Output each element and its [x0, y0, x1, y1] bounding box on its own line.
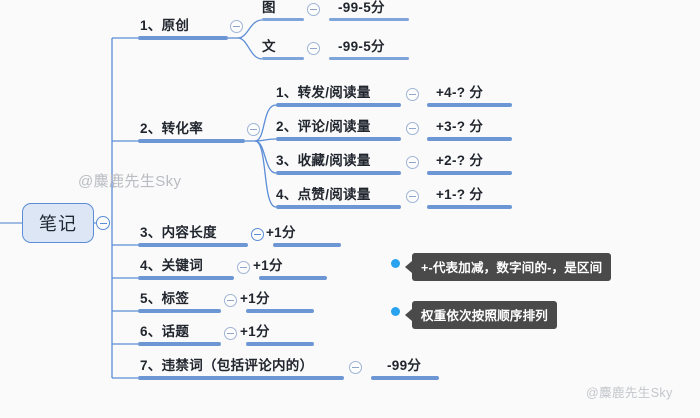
topic-row-yuanchuang[interactable]: 1、原创 [140, 10, 250, 40]
topic-label: 6、话题 [140, 324, 190, 339]
collapse-toggle-icon-zhuanhualv[interactable] [247, 123, 260, 136]
collapse-toggle-icon-pinglun[interactable] [406, 122, 419, 135]
collapse-toggle-icon-zhuanfa[interactable] [406, 88, 419, 101]
topic-value: +2-? 分 [436, 153, 484, 168]
topic-value: +1分 [240, 291, 270, 306]
topic-underline-bar [138, 276, 234, 280]
topic-label: 2、评论/阅读量 [276, 119, 371, 134]
topic-value: +3-? 分 [436, 119, 484, 134]
collapse-toggle-icon-tu[interactable] [307, 3, 320, 16]
topic-row-biaoqian[interactable]: 5、标签 +1分 [140, 283, 270, 313]
collapse-toggle-icon-biaoqian[interactable] [224, 294, 237, 307]
topic-underline-bar [276, 171, 401, 175]
watermark-bottom-right: @麋鹿先生Sky [586, 386, 673, 400]
topic-row-pinglun[interactable]: 2、评论/阅读量 +3-? 分 [276, 111, 483, 141]
topic-underline-bar [276, 137, 401, 141]
topic-value-bar [427, 103, 512, 107]
callout-dot-2 [391, 307, 400, 316]
topic-row-guanjianci[interactable]: 4、关键词 +1分 [140, 250, 282, 280]
topic-label: 1、原创 [140, 18, 190, 33]
topic-value: -99-5分 [338, 0, 385, 15]
topic-underline-bar [138, 139, 245, 143]
topic-value-bar [246, 309, 314, 313]
topic-value: +4-? 分 [436, 85, 484, 100]
topic-row-wen[interactable]: 文 -99-5分 [262, 31, 385, 61]
collapse-toggle-icon-huati[interactable] [224, 327, 237, 340]
topic-value: +1分 [266, 225, 296, 240]
topic-label: 2、转化率 [140, 121, 204, 136]
topic-row-zhuanfa[interactable]: 1、转发/阅读量 +4-? 分 [276, 77, 483, 107]
topic-value-bar [329, 57, 409, 60]
collapse-toggle-icon-yuanchuang[interactable] [230, 20, 243, 33]
topic-label: 文 [262, 39, 276, 54]
topic-label: 7、违禁词（包括评论内的） [140, 358, 314, 373]
callout-dot-1 [391, 259, 400, 268]
topic-underline-bar [138, 36, 228, 40]
topic-label: 3、收藏/阅读量 [276, 153, 371, 168]
topic-label: 4、关键词 [140, 258, 204, 273]
collapse-toggle-icon-weijinci[interactable] [349, 361, 362, 374]
topic-value: +1分 [240, 324, 270, 339]
collapse-toggle-icon-shoucang[interactable] [406, 156, 419, 169]
topic-row-neirongchangdu[interactable]: 3、内容长度 +1分 [140, 217, 295, 247]
collapse-toggle-icon-wen[interactable] [307, 42, 320, 55]
topic-value: +1分 [253, 258, 283, 273]
collapse-toggle-icon-dianzan[interactable] [406, 190, 419, 203]
topic-label: 图 [262, 0, 276, 15]
topic-underline-bar [138, 243, 248, 247]
root-node[interactable]: 笔记 [22, 203, 94, 243]
topic-row-dianzan[interactable]: 4、点赞/阅读量 +1-? 分 [276, 179, 483, 209]
topic-value: -99-5分 [338, 39, 385, 54]
topic-row-weijinci[interactable]: 7、违禁词（包括评论内的） -99分 [140, 350, 421, 380]
topic-value-bar [427, 171, 512, 175]
topic-underline-bar [138, 376, 344, 380]
topic-row-tu[interactable]: 图 -99-5分 [262, 0, 385, 22]
topic-label: 3、内容长度 [140, 225, 217, 240]
topic-value-bar [246, 342, 314, 346]
watermark-center: @麋鹿先生Sky [78, 173, 182, 190]
callout-note-1: +-代表加减，数字间的-，是区间 [404, 253, 612, 281]
root-collapse-toggle-icon[interactable] [96, 216, 110, 230]
topic-underline-bar [262, 57, 304, 60]
topic-value: +1-? 分 [436, 187, 484, 202]
topic-value-bar [329, 18, 409, 21]
collapse-toggle-icon-neirongchangdu[interactable] [251, 228, 264, 241]
topic-underline-bar [138, 309, 221, 313]
topic-row-zhuanhualv[interactable]: 2、转化率 [140, 113, 260, 143]
topic-row-huati[interactable]: 6、话题 +1分 [140, 316, 270, 346]
root-node-label: 笔记 [39, 214, 77, 234]
callout-note-2: 权重依次按照顺序排列 [404, 301, 558, 329]
topic-underline-bar [276, 205, 401, 209]
topic-value: -99分 [387, 358, 422, 373]
topic-label: 4、点赞/阅读量 [276, 187, 371, 202]
topic-label: 1、转发/阅读量 [276, 85, 371, 100]
topic-value-bar [273, 243, 341, 247]
topic-row-shoucang[interactable]: 3、收藏/阅读量 +2-? 分 [276, 145, 483, 175]
topic-underline-bar [262, 18, 304, 21]
collapse-toggle-icon-guanjianci[interactable] [237, 261, 250, 274]
topic-value-bar [427, 205, 512, 209]
topic-label: 5、标签 [140, 291, 190, 306]
topic-value-bar [427, 137, 512, 141]
topic-value-bar [371, 376, 439, 380]
topic-underline-bar [276, 103, 401, 107]
topic-underline-bar [138, 342, 221, 346]
topic-value-bar [259, 276, 327, 280]
